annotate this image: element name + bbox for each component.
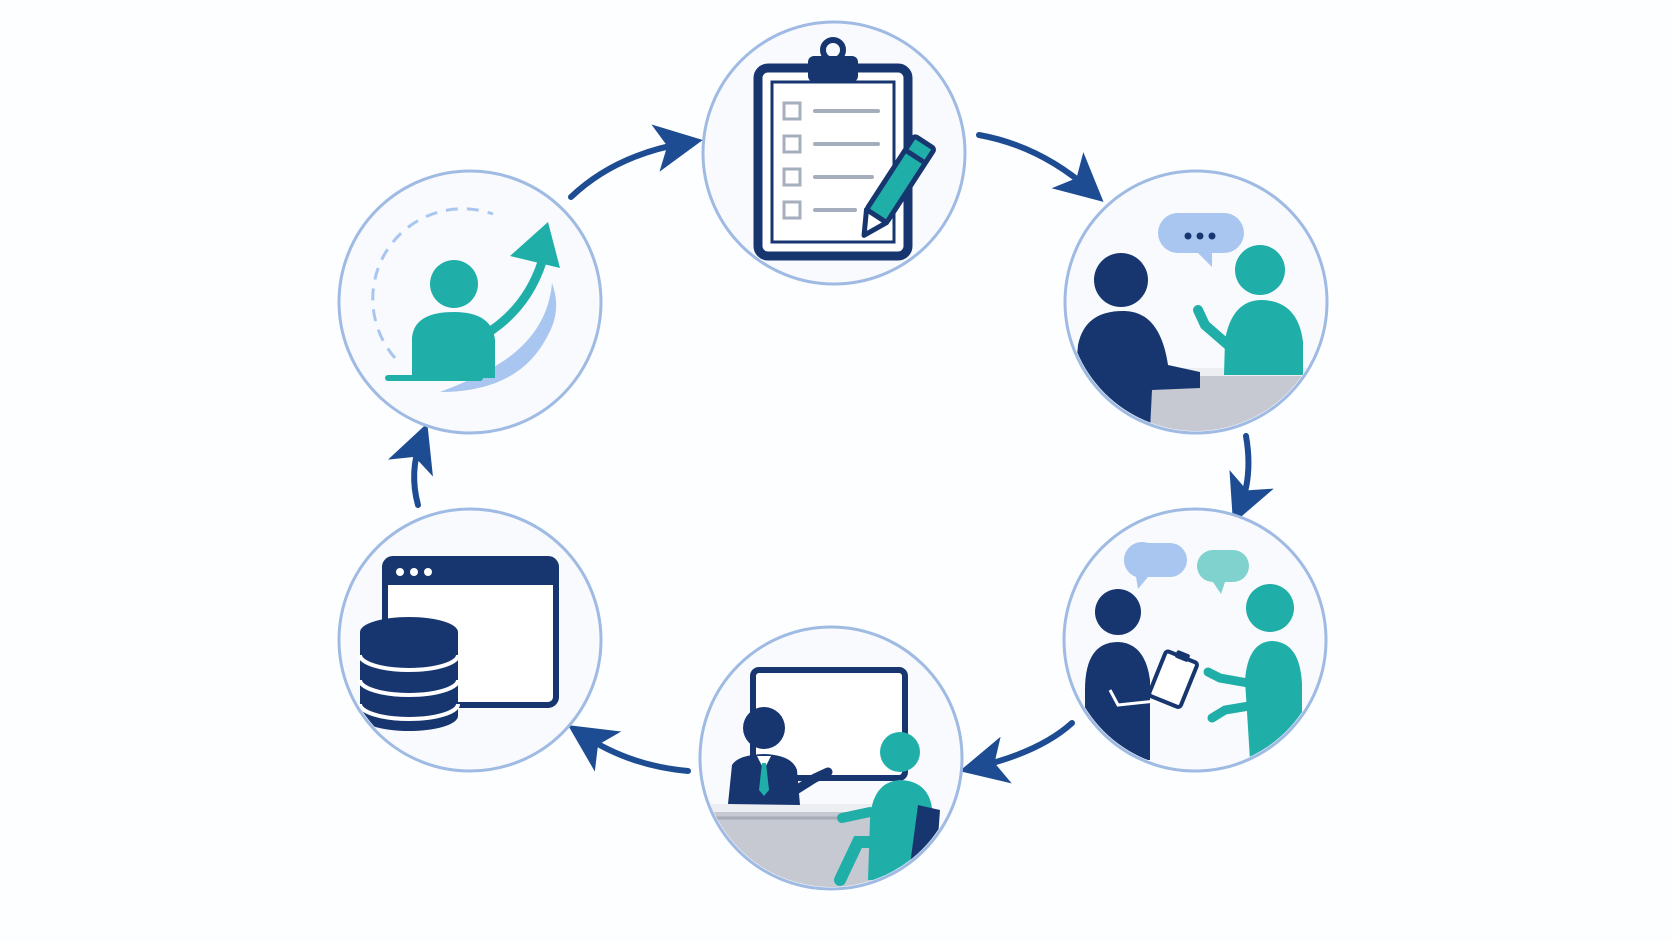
whiteboard-meeting-icon (702, 667, 940, 887)
arrow-planning-to-interview (976, 132, 1104, 202)
flow-arrows (388, 124, 1274, 784)
step-presentation (698, 625, 964, 891)
step-records (337, 507, 603, 773)
arrow-assessment-to-presentation (959, 720, 1075, 784)
pencil-icon (861, 134, 936, 238)
arrow-growth-to-planning (568, 124, 703, 200)
step-assessment (1062, 507, 1328, 773)
interview-conversation-icon (1070, 213, 1310, 431)
database-icon (358, 617, 460, 731)
step-interview (1063, 169, 1329, 435)
step-circle (1062, 507, 1328, 773)
person-growth-arrow-icon (371, 207, 560, 392)
clipboard-checklist-icon (753, 37, 936, 261)
step-planning (701, 20, 967, 286)
arrow-presentation-to-records (567, 725, 691, 774)
database-window-icon (358, 556, 559, 731)
arrow-interview-to-assessment (1229, 433, 1274, 524)
clipboard-discussion-icon (1085, 541, 1302, 760)
step-growth (337, 169, 603, 435)
arrow-records-to-growth (388, 423, 433, 508)
